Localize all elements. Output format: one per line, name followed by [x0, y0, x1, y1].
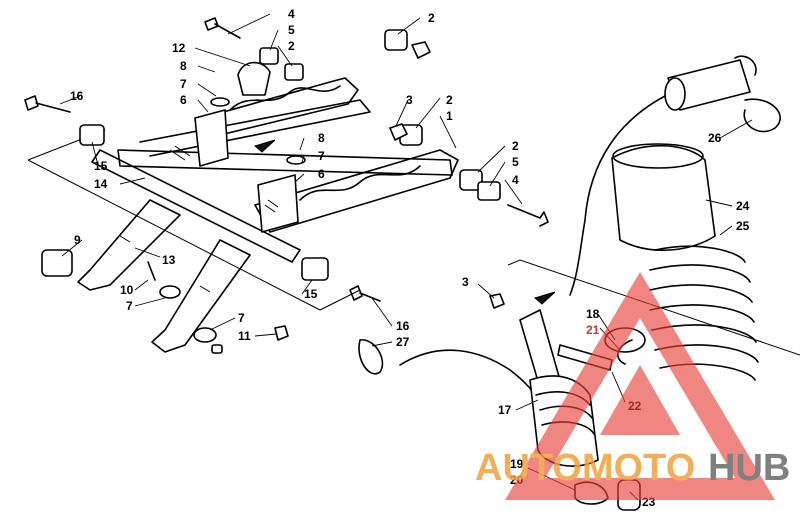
leader-lines — [59, 13, 753, 501]
callout-12: 12 — [172, 41, 186, 55]
callout-6: 6 — [318, 167, 325, 181]
hardware-parts — [24, 17, 549, 354]
callout-1: 1 — [446, 109, 453, 123]
callout-15: 15 — [304, 287, 318, 301]
callout-24: 24 — [736, 199, 750, 213]
callout-2: 2 — [446, 93, 453, 107]
callout-2: 2 — [428, 11, 435, 25]
callout-5: 5 — [512, 155, 519, 169]
callout-13: 13 — [162, 253, 176, 267]
callout-7: 7 — [180, 77, 187, 91]
watermark-text-automoto: AUTOMOTO — [475, 447, 695, 489]
callout-8: 8 — [318, 131, 325, 145]
suspension-frame-assembly — [27, 77, 459, 353]
callout-11: 11 — [238, 329, 251, 343]
callout-7: 7 — [126, 299, 133, 313]
callout-15: 15 — [94, 159, 108, 173]
callout-16: 16 — [396, 319, 410, 333]
callout-25: 25 — [736, 219, 750, 233]
callout-2: 2 — [288, 39, 295, 53]
watermark-text-hub: HUB — [708, 447, 790, 489]
callout-2: 2 — [512, 139, 519, 153]
callout-9: 9 — [74, 233, 81, 247]
watermark-triangle-logo — [505, 272, 775, 500]
callout-17: 17 — [498, 403, 512, 417]
callout-26: 26 — [708, 131, 722, 145]
automotohub-watermark: AUTOMOTO HUB — [475, 272, 790, 500]
callout-5: 5 — [288, 23, 295, 37]
callout-3: 3 — [406, 93, 413, 107]
callout-6: 6 — [180, 93, 187, 107]
callout-4: 4 — [288, 7, 295, 21]
callout-18: 18 — [586, 307, 600, 321]
callout-8: 8 — [180, 59, 187, 73]
callout-10: 10 — [120, 283, 134, 297]
callout-4: 4 — [512, 173, 519, 187]
callout-7: 7 — [238, 311, 245, 325]
callout-16: 16 — [70, 89, 84, 103]
callout-14: 14 — [94, 177, 108, 191]
callout-19: 19 — [510, 457, 524, 471]
callout-21: 21 — [586, 323, 600, 337]
callout-27: 27 — [396, 335, 410, 349]
callout-3: 3 — [462, 275, 469, 289]
callout-7: 7 — [318, 149, 325, 163]
